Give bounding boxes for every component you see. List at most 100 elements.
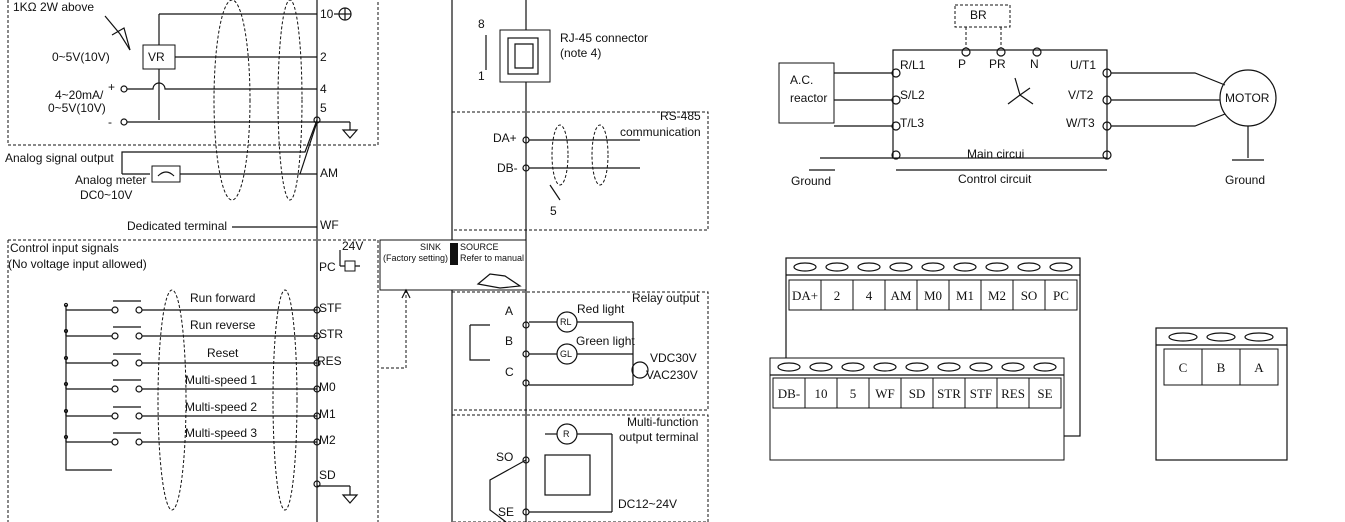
terminal-res: RES (317, 354, 342, 368)
terminal-m1: M1 (319, 407, 336, 421)
relay-terminal-label: A (1254, 360, 1264, 375)
relay-terminal-label: C (1179, 360, 1188, 375)
voltage-input: 0~5V(10V) (52, 50, 110, 64)
bottom-terminal-label: WF (875, 386, 895, 401)
bottom-terminal-cell (900, 377, 934, 409)
current-in-2: 0~5V(10V) (48, 101, 106, 115)
relay-terminal-screw (1206, 332, 1236, 342)
top-terminal-label: M0 (924, 288, 942, 303)
motor-label: MOTOR (1225, 91, 1270, 105)
rj45-label: RJ-45 connector (560, 31, 648, 45)
relay-terminal-screw (1244, 332, 1274, 342)
da-plus: DA+ (493, 131, 517, 145)
ground-right: Ground (1225, 173, 1265, 187)
bottom-terminal-screw (937, 362, 961, 372)
bottom-terminal-label: SE (1037, 386, 1052, 401)
bottom-terminal-screw (809, 362, 833, 372)
bottom-terminal-screw (905, 362, 929, 372)
bottom-terminal-screw (777, 362, 801, 372)
top-terminal-screw (1017, 262, 1041, 272)
main-circuit-label: Main circui (967, 147, 1024, 161)
terminal-sd: SD (319, 468, 336, 482)
vr-label: VR (148, 50, 165, 64)
top-terminal-label: AM (891, 288, 912, 303)
bottom-terminal-cell (836, 377, 870, 409)
terminal-m0: M0 (319, 380, 336, 394)
bottom-terminal-cell (932, 377, 966, 409)
red-light-label: Red light (577, 302, 625, 316)
br-label: BR (970, 8, 987, 22)
reactor-label-1: A.C. (790, 73, 813, 87)
relay-terminal-screw (1168, 332, 1198, 342)
input-row-m2: Multi-speed 3 M2 (63, 426, 336, 447)
control-input-note: (No voltage input allowed) (8, 257, 147, 271)
green-light-label: Green light (576, 334, 635, 348)
control-circuit-label: Control circuit (958, 172, 1032, 186)
bottom-terminal-label: STF (970, 386, 992, 401)
bottom-terminal-cell (868, 377, 902, 409)
bottom-terminal-label: RES (1001, 386, 1025, 401)
input-row-stf: Run forward STF (63, 291, 342, 315)
input-row-str: Run reverse STR (63, 318, 343, 341)
top-terminal-cell (788, 279, 822, 311)
relay-a: A (505, 304, 513, 318)
plus-sign: + (108, 80, 115, 94)
main-circuit-section: BR P PR N A.C. reactor R/L1 S/L2 T/L3 U/… (778, 4, 1277, 188)
bottom-terminal-label: 5 (850, 386, 857, 401)
bottom-terminal-screw (873, 362, 897, 372)
mf-output-1: Multi-function (627, 415, 698, 429)
bottom-terminal-label: 10 (815, 386, 828, 401)
top-terminal-screw (889, 262, 913, 272)
control-input-title: Control input signals (10, 241, 119, 255)
top-terminal-label: M1 (956, 288, 974, 303)
top-terminal-label: DA+ (792, 288, 818, 303)
terminal-am: AM (320, 166, 338, 180)
top-terminal-label: M2 (988, 288, 1006, 303)
control-inputs: Run forward STF Run reverse STR (63, 291, 343, 447)
terminal-n: N (1030, 57, 1039, 71)
relay-output-label: Relay output (632, 291, 700, 305)
vac-label: VAC230V (646, 368, 698, 382)
mf-output-2: output terminal (619, 430, 698, 444)
sink-label: SINK (420, 242, 441, 252)
terminal-wf: WF (320, 218, 339, 232)
relay-terminal-cell (1239, 348, 1279, 386)
dedicated-terminal: Dedicated terminal (127, 219, 227, 233)
terminal-s-l2: S/L2 (900, 88, 925, 102)
analog-signal-output: Analog signal output (5, 151, 114, 165)
left-analog-section: 10 1KΩ 2W above VR 0~5V(10V) 2 4~20mA/ 0… (5, 0, 379, 522)
rj45-note: (note 4) (560, 46, 601, 60)
source-label: SOURCE (460, 242, 499, 252)
terminal-se: SE (498, 505, 514, 519)
refer-manual: Refer to manual (460, 253, 524, 263)
analog-meter-range: DC0~10V (80, 188, 132, 202)
terminal-so: SO (496, 450, 513, 464)
bottom-terminal-cell (804, 377, 838, 409)
terminal-5: 5 (320, 101, 327, 115)
relay-b: B (505, 334, 513, 348)
input-row-res: Reset RES (63, 346, 342, 368)
top-terminal-cell (820, 279, 854, 311)
top-terminal-label: 4 (866, 288, 873, 303)
dc-supply: DC12~24V (618, 497, 677, 511)
analog-meter-label: Analog meter (75, 173, 146, 187)
bottom-terminal-label: STR (937, 386, 961, 401)
top-terminal-screw (985, 262, 1009, 272)
terminal-m2: M2 (319, 433, 336, 447)
center-section: RJ-45 connector (note 4) 8 1 RS-485 comm… (379, 0, 709, 522)
top-terminal-screw (857, 262, 881, 272)
input-run-reverse: Run reverse (190, 318, 256, 332)
terminal-p: P (958, 57, 966, 71)
input-run-forward: Run forward (190, 291, 255, 305)
input-reset: Reset (207, 346, 239, 360)
input-multi-speed-2: Multi-speed 2 (185, 400, 257, 414)
top-terminal-cell (1012, 279, 1046, 311)
factory-setting: (Factory setting) (383, 253, 448, 263)
rs485-label: RS-485 (660, 109, 701, 123)
top-terminal-label: 2 (834, 288, 841, 303)
bottom-terminal-screw (1001, 362, 1025, 372)
pot-note: 1KΩ 2W above (13, 0, 94, 14)
